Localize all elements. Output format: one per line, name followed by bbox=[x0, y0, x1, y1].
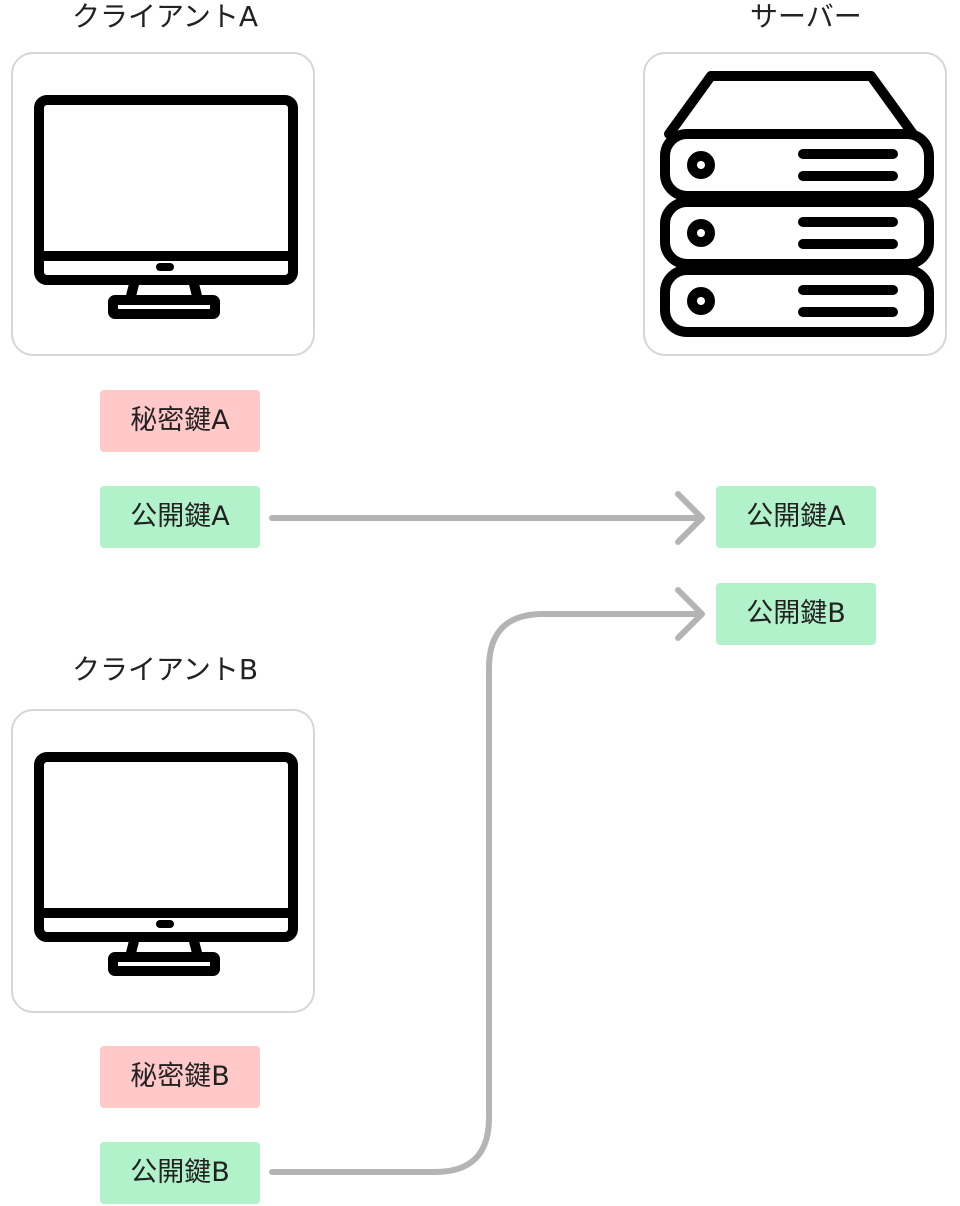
server-card bbox=[643, 52, 947, 356]
server-public-key-a: 公開鍵A bbox=[716, 486, 876, 548]
server-title: サーバー bbox=[750, 0, 862, 33]
client-a-card bbox=[11, 52, 315, 356]
client-b-title: クライアントB bbox=[72, 653, 259, 686]
arrow-public-key-b-to-server bbox=[269, 587, 705, 1175]
private-key-a: 秘密鍵A bbox=[100, 390, 260, 452]
public-key-b: 公開鍵B bbox=[100, 1142, 260, 1204]
server-public-key-b: 公開鍵B bbox=[716, 583, 876, 645]
client-b-card bbox=[11, 709, 315, 1013]
private-key-b: 秘密鍵B bbox=[100, 1046, 260, 1108]
arrow-public-key-a-to-server bbox=[269, 491, 705, 545]
public-key-a: 公開鍵A bbox=[100, 486, 260, 548]
server-rack-icon bbox=[660, 71, 934, 337]
desktop-monitor-icon bbox=[34, 752, 298, 976]
client-a-title: クライアントA bbox=[72, 0, 259, 33]
desktop-monitor-icon bbox=[34, 95, 298, 319]
